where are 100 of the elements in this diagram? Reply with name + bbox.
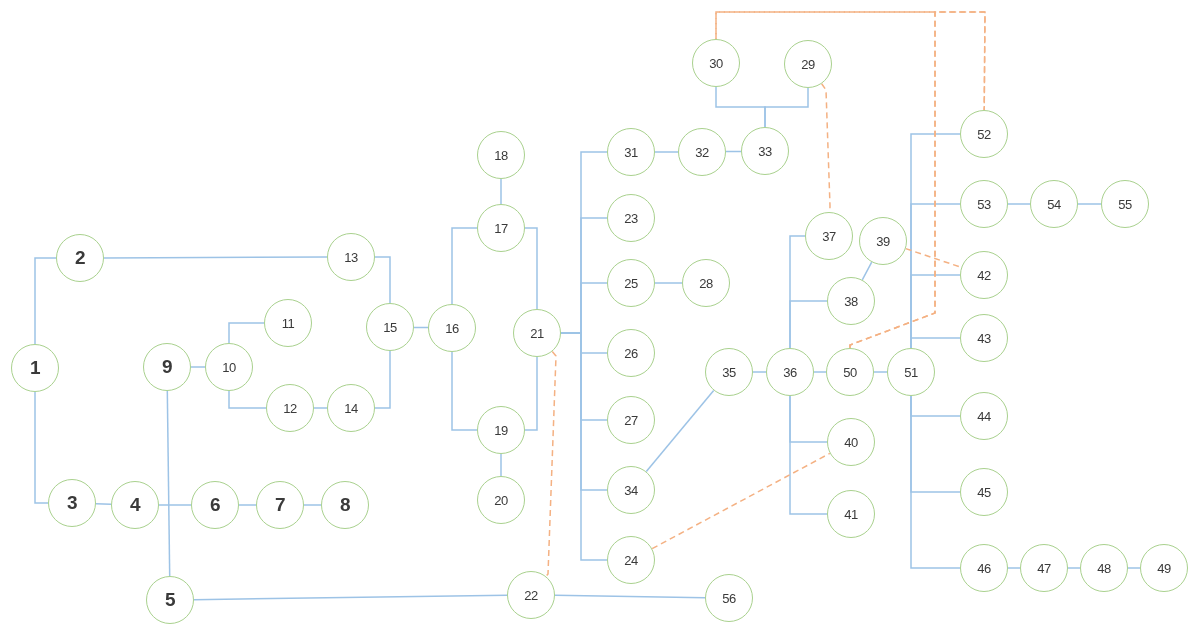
bus-circle (741, 127, 789, 175)
bus-number: 36 (783, 364, 797, 380)
bus-circle (477, 476, 525, 524)
connection-line (524, 227, 538, 310)
connection-line (524, 356, 538, 431)
bus-circle (56, 234, 104, 282)
bus-circle (1030, 180, 1078, 228)
connection-line (34, 257, 57, 345)
bus-number: 35 (722, 364, 736, 380)
bus-circle (607, 536, 655, 584)
bus-number: 54 (1047, 196, 1061, 212)
bus-circle (607, 259, 655, 307)
bus-number: 6 (209, 494, 221, 516)
bus-circle (705, 574, 753, 622)
connection-line (1127, 567, 1141, 569)
bus-circle (826, 348, 874, 396)
bus-circle (266, 384, 314, 432)
connection-line (451, 351, 478, 431)
bus-number: 5 (164, 589, 176, 611)
bus-number: 20 (494, 492, 508, 508)
bus-circle (143, 343, 191, 391)
bus-circle (607, 466, 655, 514)
connection-line (861, 261, 873, 281)
bus-circle (960, 392, 1008, 440)
bus-circle (607, 194, 655, 242)
connection-line (34, 391, 49, 504)
dashed-line (545, 350, 557, 578)
bus-number: 30 (709, 55, 723, 71)
bus-number: 53 (977, 196, 991, 212)
bus-circle (507, 571, 555, 619)
bus-circle (960, 180, 1008, 228)
bus-circle (682, 259, 730, 307)
bus-number: 12 (283, 400, 297, 416)
connection-line (193, 594, 508, 601)
bus-number: 52 (977, 126, 991, 142)
bus-number: 14 (344, 400, 358, 416)
bus-circle (805, 212, 853, 260)
bus-number: 11 (281, 315, 295, 331)
connection-line (374, 350, 391, 409)
connection-line (873, 371, 888, 373)
connection-line (654, 282, 683, 284)
bus-number: 25 (624, 275, 638, 291)
bus-number: 21 (530, 325, 544, 341)
bus-circle (1080, 544, 1128, 592)
bus-circle (1140, 544, 1188, 592)
connection-line (500, 453, 502, 477)
bus-circle (264, 299, 312, 347)
bus-circle (960, 468, 1008, 516)
connection-line (1007, 203, 1031, 205)
bus-number: 22 (524, 587, 538, 603)
bus-number: 2 (74, 247, 86, 269)
bus-circle (827, 490, 875, 538)
connection-line (374, 256, 391, 304)
bus-circle (205, 343, 253, 391)
bus-circle (11, 344, 59, 392)
bus-number: 49 (1157, 560, 1171, 576)
bus-circle (428, 304, 476, 352)
bus-number: 1 (29, 357, 41, 379)
connection-line (645, 389, 715, 473)
bus-number: 28 (699, 275, 713, 291)
bus-circle (960, 314, 1008, 362)
bus-number: 38 (844, 293, 858, 309)
connection-line (238, 504, 257, 506)
connection-line (95, 503, 112, 505)
bus-number: 7 (274, 494, 286, 516)
bus-number: 56 (722, 590, 736, 606)
bus-circle (477, 131, 525, 179)
bus-number: 50 (843, 364, 857, 380)
connection-line (190, 366, 206, 368)
bus-circle (321, 481, 369, 529)
bus-circle (146, 576, 194, 624)
bus-number: 51 (904, 364, 918, 380)
bus-number: 40 (844, 434, 858, 450)
bus-number: 46 (977, 560, 991, 576)
connection-line (752, 371, 767, 373)
bus-circle (477, 204, 525, 252)
bus-number: 44 (977, 408, 991, 424)
connection-line (910, 395, 961, 569)
bus-number: 3 (66, 492, 78, 514)
connection-line (303, 504, 322, 506)
connection-line (560, 332, 608, 561)
bus-circle (784, 40, 832, 88)
connection-line (313, 407, 328, 409)
bus-number: 19 (494, 422, 508, 438)
bus-number: 24 (624, 552, 638, 568)
bus-number: 9 (161, 356, 173, 378)
bus-number: 8 (339, 494, 351, 516)
connection-line (1007, 567, 1021, 569)
bus-circle (256, 481, 304, 529)
connection-line (654, 151, 679, 153)
bus-circle (887, 348, 935, 396)
bus-number: 48 (1097, 560, 1111, 576)
bus-number: 15 (383, 319, 397, 335)
bus-circle (1020, 544, 1068, 592)
bus-circle (327, 233, 375, 281)
connection-line (813, 371, 827, 373)
dashed-line (905, 247, 962, 269)
bus-number: 23 (624, 210, 638, 226)
bus-number: 37 (822, 228, 836, 244)
bus-number: 42 (977, 267, 991, 283)
